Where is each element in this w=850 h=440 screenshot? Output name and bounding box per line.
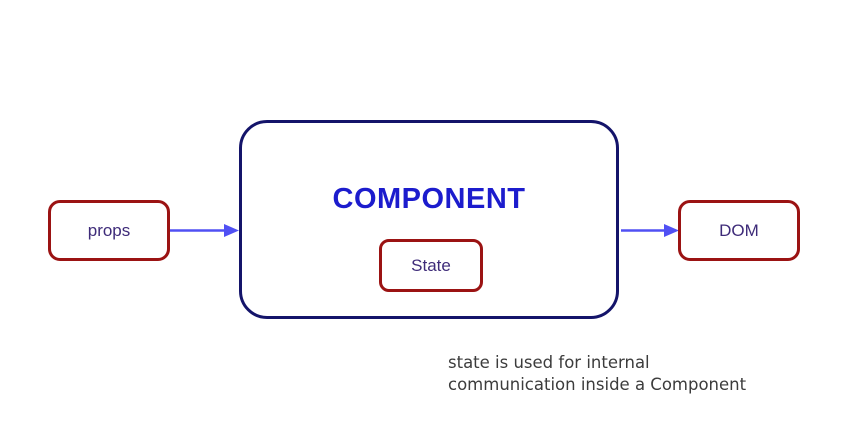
caption-text: state is used for internal communication… <box>448 352 746 395</box>
props-label: props <box>87 220 131 240</box>
state-node: State <box>379 239 483 292</box>
state-label: State <box>411 255 451 275</box>
component-label: COMPONENT <box>332 183 526 215</box>
arrow-props-to-component <box>170 224 239 237</box>
dom-node: DOM <box>678 200 800 261</box>
caption-line-2: communication inside a Component <box>448 374 747 394</box>
dom-label: DOM <box>719 220 759 240</box>
props-node: props <box>48 200 170 261</box>
arrow-component-to-dom <box>621 224 679 237</box>
component-node: COMPONENT State <box>239 120 619 319</box>
caption-line-1: state is used for internal <box>448 353 650 372</box>
